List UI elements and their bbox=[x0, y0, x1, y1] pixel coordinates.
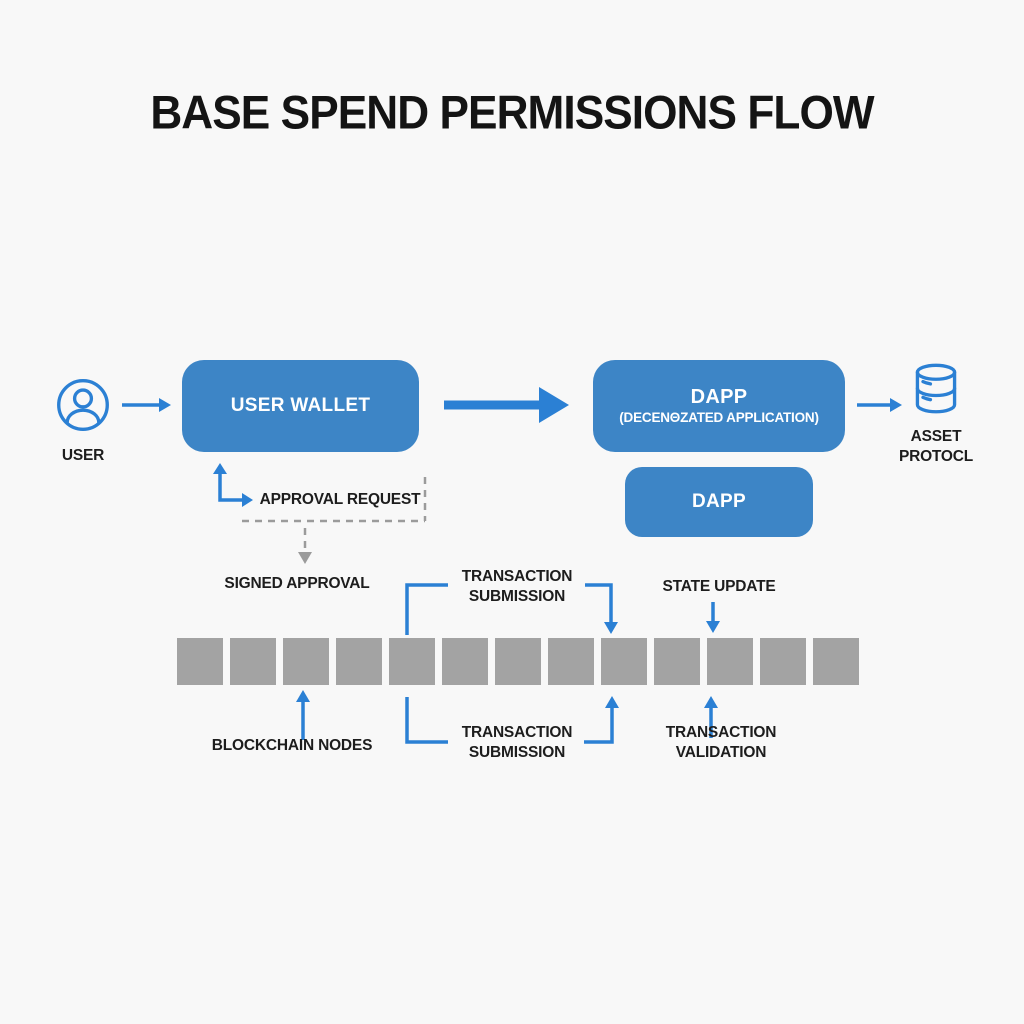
user-icon bbox=[55, 377, 111, 438]
user-wallet-box: USER WALLET bbox=[182, 360, 419, 452]
arrow-dapp-to-asset-protocol bbox=[857, 398, 902, 412]
arrow-user-to-wallet bbox=[122, 398, 171, 412]
arrow-state-update bbox=[706, 602, 720, 633]
blockchain-node-square bbox=[495, 638, 541, 685]
state-update-label: STATE UPDATE bbox=[662, 578, 776, 596]
arrow-transaction-validation bbox=[704, 696, 718, 738]
approval-request-label: APPROVAL REQUEST bbox=[259, 491, 421, 509]
bracket-transaction-submission-top-left bbox=[405, 583, 448, 635]
dashed-signed-approval-path bbox=[242, 477, 427, 564]
blockchain-node-square bbox=[813, 638, 859, 685]
blockchain-nodes-label: BLOCKCHAIN NODES bbox=[211, 737, 373, 755]
dapp-subtitle: (DECENΘZATED APPLICATION) bbox=[619, 410, 819, 426]
blockchain-node-square bbox=[442, 638, 488, 685]
blockchain-node-square bbox=[760, 638, 806, 685]
database-icon bbox=[913, 363, 959, 420]
blockchain-node-square bbox=[389, 638, 435, 685]
dapp-secondary-label: DAPP bbox=[692, 491, 746, 512]
blockchain-node-square bbox=[177, 638, 223, 685]
blockchain-node-square bbox=[548, 638, 594, 685]
arrow-blockchain-nodes bbox=[296, 690, 310, 740]
dapp-box: DAPP (DECENΘZATED APPLICATION) bbox=[593, 360, 845, 452]
transaction-submission-bottom-label: TRANSACTION SUBMISSION bbox=[461, 724, 573, 761]
bracket-transaction-submission-bottom-left bbox=[405, 697, 448, 744]
signed-approval-label: SIGNED APPROVAL bbox=[224, 575, 370, 593]
blockchain-node-square bbox=[230, 638, 276, 685]
arrow-transaction-submission-bottom-right bbox=[584, 696, 619, 744]
blockchain-node-square bbox=[601, 638, 647, 685]
transaction-submission-top-label: TRANSACTION SUBMISSION bbox=[461, 568, 573, 605]
user-label: USER bbox=[61, 447, 105, 465]
transaction-validation-label: TRANSACTION VALIDATION bbox=[665, 724, 777, 761]
dapp-title: DAPP bbox=[690, 386, 748, 409]
blockchain-node-square bbox=[707, 638, 753, 685]
blockchain-nodes-row bbox=[177, 638, 859, 685]
blockchain-node-square bbox=[336, 638, 382, 685]
blockchain-node-square bbox=[283, 638, 329, 685]
arrow-transaction-submission-top-right bbox=[585, 583, 618, 634]
user-wallet-label: USER WALLET bbox=[230, 395, 371, 416]
arrow-wallet-to-dapp bbox=[444, 387, 569, 423]
dapp-secondary-box: DAPP bbox=[625, 467, 813, 537]
asset-protocol-label: ASSET PROTOCL bbox=[898, 428, 974, 465]
blockchain-node-square bbox=[654, 638, 700, 685]
arrow-approval-request bbox=[213, 463, 253, 507]
page-title: BASE SPEND PERMISSIONS FLOW bbox=[150, 85, 874, 139]
